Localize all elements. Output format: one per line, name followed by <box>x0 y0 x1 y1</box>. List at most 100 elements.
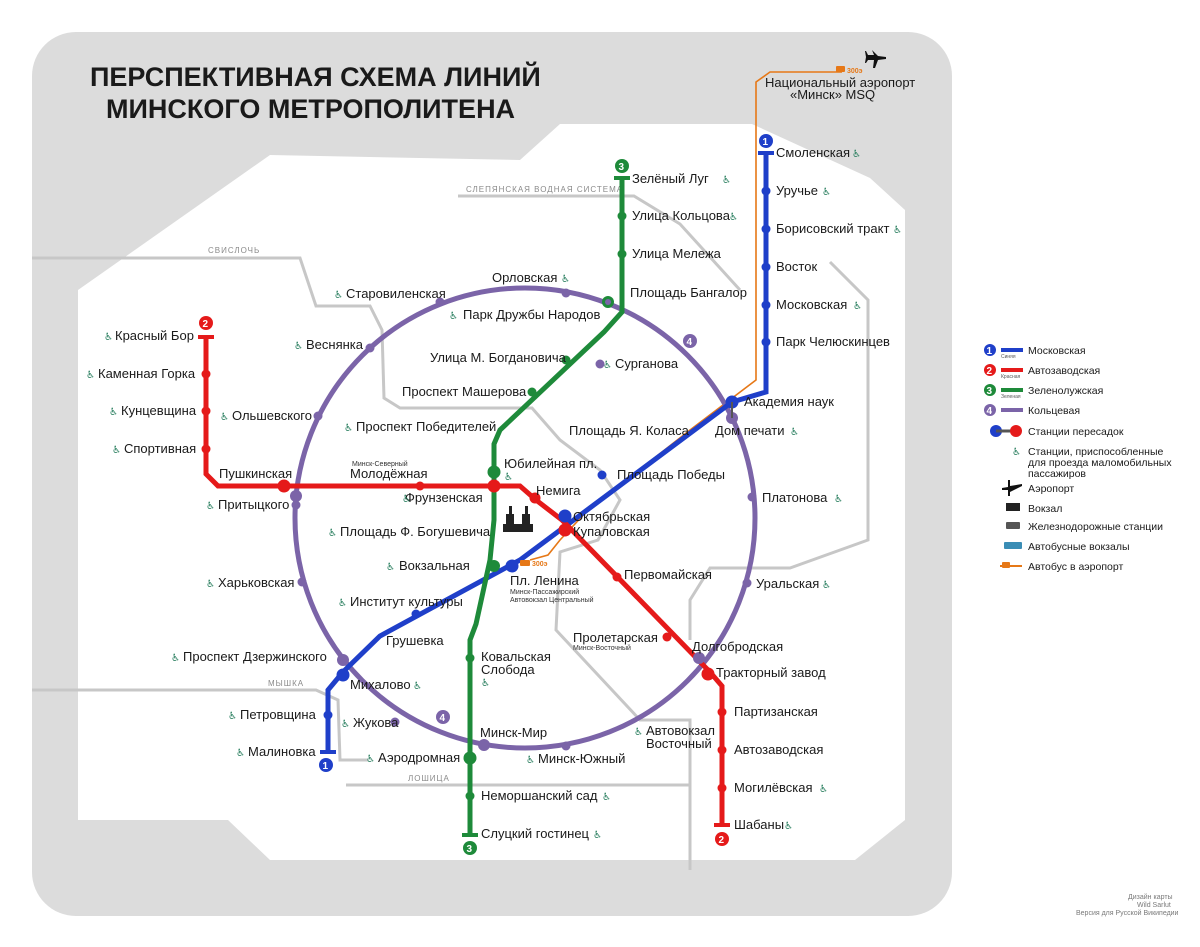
legend-line3-swatch <box>1001 388 1023 392</box>
station-oktyabrskaya[interactable]: Октябрьская <box>573 509 650 524</box>
station-pl-lenina[interactable]: Пл. Ленина <box>510 573 580 588</box>
station-uruchye[interactable]: Уручье <box>776 183 818 198</box>
station-avtovokzal-vostochny-2[interactable]: Восточный <box>646 736 712 751</box>
transfer-mikhalovo <box>336 654 350 682</box>
station-prospekt-dzerzhinskogo[interactable]: Проспект Дзержинского <box>183 649 327 664</box>
station-slutsky-gostinets[interactable]: Слуцкий гостинец <box>481 826 590 841</box>
station-minsk-mir[interactable]: Минск-Мир <box>480 725 547 740</box>
station-pushkinskaya[interactable]: Пушкинская <box>219 466 292 481</box>
accessible-icon: ♿ <box>526 755 535 766</box>
station-vesnyanka[interactable]: Веснянка <box>306 337 364 352</box>
station-molodezhnaya[interactable]: Молодёжная <box>350 466 428 481</box>
station-park-chelyuskintsev[interactable]: Парк Челюскинцев <box>776 334 890 349</box>
station-avtovokzal-vostochny-1[interactable]: Автовокзал <box>646 723 715 738</box>
station-smolenskaya[interactable]: Смоленская <box>776 145 850 160</box>
station-minsk-yuzhny[interactable]: Минск-Южный <box>538 751 625 766</box>
station-surganova[interactable]: Сурганова <box>615 356 679 371</box>
station-olshevskogo[interactable]: Ольшевского <box>232 408 312 423</box>
station-mogilevskaya[interactable]: Могилёвская <box>734 780 813 795</box>
station-kamennaya-gorka[interactable]: Каменная Горка <box>98 366 196 381</box>
station-kovalskaya-line2[interactable]: Слобода <box>481 662 535 677</box>
bus-number-center: 300э <box>532 561 548 568</box>
station-vostok[interactable]: Восток <box>776 259 817 274</box>
legend-station-icon <box>1006 503 1020 511</box>
legend-station-label: Вокзал <box>1028 503 1062 515</box>
rail-minsk-severny: Минск-Северный <box>352 460 408 468</box>
station-malinovka[interactable]: Малиновка <box>248 744 316 759</box>
bus-icon-center <box>520 560 530 566</box>
station-proletarskaya[interactable]: Пролетарская <box>573 630 658 645</box>
station-vokzalnaya[interactable]: Вокзальная <box>399 558 470 573</box>
station-akademiya-nauk[interactable]: Академия наук <box>744 394 834 409</box>
station-yubileynaya[interactable]: Юбилейная пл. <box>504 456 597 471</box>
station-borisovsky-trakt[interactable]: Борисовский тракт <box>776 221 889 236</box>
svg-text:1: 1 <box>323 761 329 772</box>
accessible-icon: ♿ <box>386 562 395 573</box>
station-moskovskaya[interactable]: Московская <box>776 297 847 312</box>
line4-badge-sw <box>436 710 450 724</box>
station-ulitsa-koltsova[interactable]: Улица Кольцова <box>632 208 731 223</box>
station-staroviлenskaya[interactable]: Старовиленская <box>346 286 446 301</box>
station-prospekt-pobediteley[interactable]: Проспект Победителей <box>356 419 496 434</box>
accessible-icon: ♿ <box>603 360 612 371</box>
credit-line3: Версия для Русской Википедии <box>1076 909 1179 917</box>
station-sportivnaya[interactable]: Спортивная <box>124 441 196 456</box>
accessible-icon: ♿ <box>893 225 902 236</box>
legend-rail-icon <box>1006 522 1020 529</box>
station-platonova[interactable]: Платонова <box>762 490 828 505</box>
station-uralskaya[interactable]: Уральская <box>756 576 819 591</box>
station-ploshchad-bangalor[interactable]: Площадь Бангалор <box>630 285 747 300</box>
station-prityttskogo[interactable]: Притыцкого <box>218 497 289 512</box>
accessible-icon: ♿ <box>294 341 303 352</box>
transfer-minsk-mir <box>463 739 490 765</box>
station-kharkovskaya[interactable]: Харьковская <box>218 575 294 590</box>
svg-text:1: 1 <box>763 137 769 148</box>
station-ploshchad-ya-kolasa[interactable]: Площадь Я. Коласа <box>569 423 690 438</box>
legend-line4-badge <box>984 404 996 416</box>
station-ulitsa-bogdanovicha[interactable]: Улица М. Богдановича <box>430 350 567 365</box>
line2-labels: Красный Бор Каменная Горка Кунцевщина Сп… <box>98 328 826 832</box>
station-ploshchad-bogushevicha[interactable]: Площадь Ф. Богушевича <box>340 524 491 539</box>
station-mikhalovo[interactable]: Михалово <box>350 677 411 692</box>
station-nemiga[interactable]: Немига <box>536 483 581 498</box>
credit-line2: Wild Sarlut <box>1137 902 1171 909</box>
accessible-icon: ♿ <box>834 494 843 505</box>
svg-text:3: 3 <box>619 162 625 173</box>
legend: 1 Синяя Московская 2 Красная Автозаводск… <box>984 344 1172 573</box>
station-frunzenskaya[interactable]: Фрунзенская <box>405 490 483 505</box>
station-zeleny-lug[interactable]: Зелёный Луг <box>632 171 709 186</box>
station-zhukova[interactable]: Жукова <box>353 715 399 730</box>
transfer-frunzenskaya <box>487 479 501 493</box>
station-nemorshansky-sad[interactable]: Неморшанский сад <box>481 788 598 803</box>
map-title-line1: ПЕРСПЕКТИВНАЯ СХЕМА ЛИНИЙ <box>90 61 541 92</box>
station-pervomayskaya[interactable]: Первомайская <box>624 567 712 582</box>
station-grushevka[interactable]: Грушевка <box>386 633 444 648</box>
station-kuntsevshchina[interactable]: Кунцевщина <box>121 403 197 418</box>
legend-line3-badge <box>984 384 996 396</box>
station-traktorny-zavod[interactable]: Тракторный завод <box>716 665 826 680</box>
station-park-druzhby[interactable]: Парк Дружбы Народов <box>463 307 600 322</box>
station-shabany[interactable]: Шабаны <box>734 817 784 832</box>
accessible-icon: ♿ <box>593 830 602 841</box>
station-orlovskaya[interactable]: Орловская <box>492 270 557 285</box>
station-petrovshchina[interactable]: Петровщина <box>240 707 317 722</box>
station-prospekt-masherova[interactable]: Проспект Машерова <box>402 384 527 399</box>
station-dolgobrodskaya[interactable]: Долгобродская <box>692 639 783 654</box>
station-dom-pechati[interactable]: Дом печати <box>715 423 785 438</box>
map-title-line2: МИНСКОГО МЕТРОПОЛИТЕНА <box>106 94 515 124</box>
station-krasny-bor[interactable]: Красный Бор <box>115 328 194 343</box>
station-institut-kultury[interactable]: Институт культуры <box>350 594 463 609</box>
station-ploshchad-pobedy[interactable]: Площадь Победы <box>617 467 725 482</box>
station-kupalovskaya[interactable]: Купаловская <box>573 524 650 539</box>
line1-route <box>325 153 769 752</box>
station-partizanskaya[interactable]: Партизанская <box>734 704 818 719</box>
line2-badge-north <box>199 316 213 330</box>
accessible-icon: ♿ <box>853 301 862 312</box>
accessible-icon: ♿ <box>86 370 95 381</box>
accessible-icon: ♿ <box>338 598 347 609</box>
station-avtozavodskaya[interactable]: Автозаводская <box>734 742 823 757</box>
line3-labels: Зелёный Луг Улица Кольцова Улица Мележа … <box>378 171 747 841</box>
station-kovalskaya-line1[interactable]: Ковальская <box>481 649 551 664</box>
station-ulitsa-melezha[interactable]: Улица Мележа <box>632 246 722 261</box>
station-aerodromnaya[interactable]: Аэродромная <box>378 750 460 765</box>
